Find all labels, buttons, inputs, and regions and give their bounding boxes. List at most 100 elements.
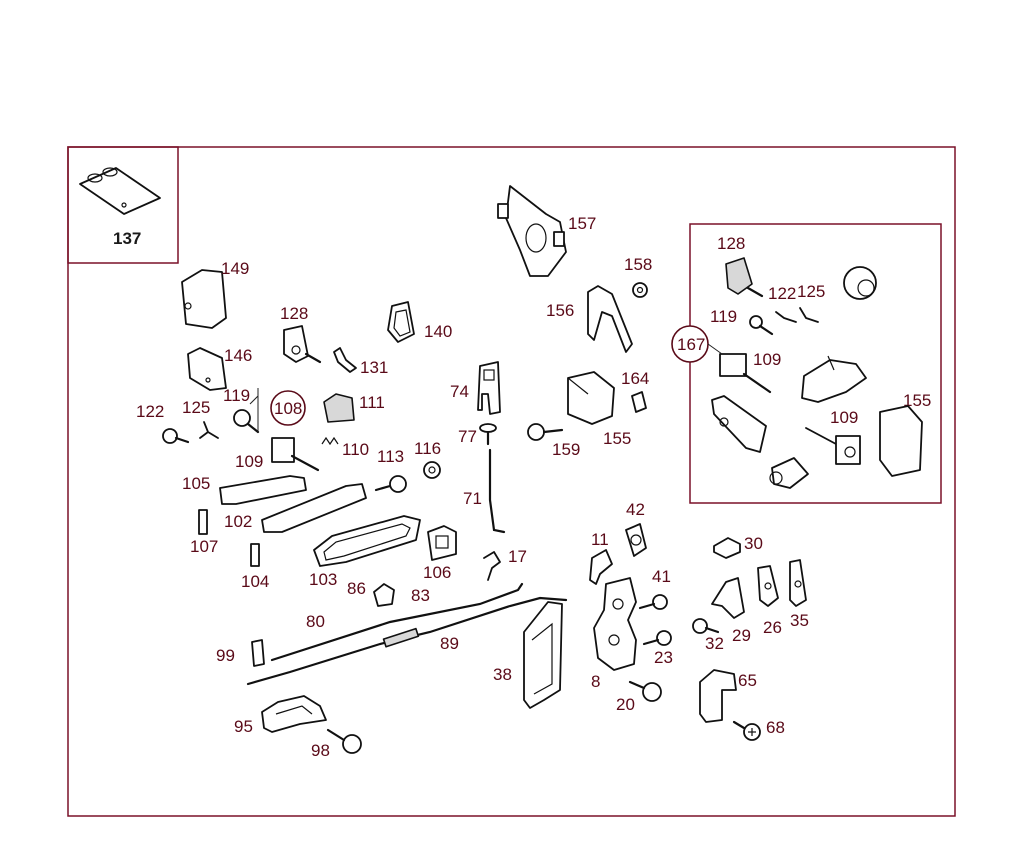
part-106[interactable]: 106	[423, 525, 457, 582]
part-164[interactable]: 164	[621, 369, 649, 413]
part-159[interactable]: 159	[527, 423, 580, 459]
part-86[interactable]: 86	[347, 579, 395, 607]
part-125[interactable]: 125	[182, 398, 219, 439]
part-105[interactable]: 105	[182, 474, 307, 505]
part-156[interactable]: 156	[546, 285, 633, 353]
part-128[interactable]: 128	[280, 304, 322, 364]
part-103-gasket	[313, 515, 421, 567]
main-frame	[67, 146, 956, 817]
part-155-module	[567, 371, 615, 425]
label-r155: 155	[903, 391, 931, 410]
part-74[interactable]: 74	[450, 361, 501, 415]
label-104: 104	[241, 572, 269, 591]
part-158-hole	[636, 286, 644, 294]
part-26-hole	[764, 582, 772, 590]
part-17[interactable]: 17	[483, 547, 527, 581]
part-77[interactable]: 77	[458, 423, 497, 446]
part-122[interactable]: 122	[136, 402, 190, 444]
part-r128-key-blade	[746, 286, 764, 298]
part-98[interactable]: 98	[311, 728, 362, 760]
part-20[interactable]: 20	[616, 680, 662, 714]
label-155: 155	[603, 429, 631, 448]
part-32-head	[692, 618, 708, 634]
label-106: 106	[423, 563, 451, 582]
part-158[interactable]: 158	[624, 255, 652, 298]
part-104[interactable]: 104	[241, 543, 269, 591]
part-108[interactable]: 108	[270, 390, 306, 426]
inset-137[interactable]: 137	[67, 146, 179, 264]
part-107[interactable]: 107	[190, 509, 218, 556]
label-17: 17	[508, 547, 527, 566]
part-r109b-hole	[844, 446, 856, 458]
label-29: 29	[732, 626, 751, 645]
part-119[interactable]: 119	[223, 386, 260, 434]
label-103: 103	[309, 570, 337, 589]
part-157[interactable]: 157	[497, 185, 596, 277]
part-86-clip	[373, 583, 395, 607]
part-80-cable[interactable]: 80	[270, 582, 524, 662]
part-159-shank	[542, 428, 564, 434]
label-108: 108	[274, 399, 302, 418]
part-149[interactable]: 149	[181, 259, 249, 329]
part-111[interactable]: 111	[323, 393, 385, 423]
part-116[interactable]: 116	[414, 439, 441, 479]
part-95[interactable]: 95	[234, 695, 327, 736]
part-113-shank	[374, 484, 392, 492]
part-35-hole	[794, 580, 802, 588]
part-23[interactable]: 23	[642, 630, 673, 667]
label-38: 38	[493, 665, 512, 684]
part-95-handle	[261, 695, 327, 733]
part-r128-key-head	[725, 257, 753, 295]
part-11[interactable]: 11	[589, 530, 613, 585]
part-116-clip	[423, 461, 441, 479]
label-20: 20	[616, 695, 635, 714]
label-164: 164	[621, 369, 649, 388]
part-8[interactable]: 8	[591, 577, 637, 691]
label-113: 113	[377, 447, 404, 466]
part-42[interactable]: 42	[625, 500, 647, 557]
part-38[interactable]: 38	[493, 601, 563, 709]
part-131[interactable]: 131	[333, 347, 388, 377]
part-8-pivot-b	[608, 634, 620, 646]
part-155[interactable]: 155	[567, 371, 631, 448]
part-71[interactable]: 71	[463, 448, 506, 534]
part-104-pin	[250, 543, 260, 567]
part-146[interactable]: 146	[187, 346, 252, 391]
part-137-hole-c	[121, 202, 127, 208]
part-30[interactable]: 30	[713, 534, 763, 559]
part-113[interactable]: 113	[374, 447, 407, 493]
part-159-head	[527, 423, 545, 441]
part-109-shaft	[290, 454, 320, 472]
part-29[interactable]: 29	[711, 577, 751, 645]
part-65[interactable]: 65	[699, 669, 757, 723]
part-68[interactable]: 68	[732, 718, 785, 741]
part-140[interactable]: 140	[387, 301, 452, 343]
label-8: 8	[591, 672, 600, 691]
part-35[interactable]: 35	[789, 559, 809, 630]
part-89-cable[interactable]: 89	[246, 596, 568, 686]
leader-119	[249, 395, 259, 405]
part-41[interactable]: 41	[638, 567, 671, 610]
part-158-nut	[632, 282, 648, 298]
part-106-slot	[435, 535, 449, 549]
part-109[interactable]: 109	[235, 437, 320, 472]
label-77: 77	[458, 427, 477, 446]
inset-167[interactable]: 167 128 125 122 119 109 109 155	[671, 223, 942, 504]
part-handle-bezel	[711, 395, 767, 453]
label-146: 146	[224, 346, 252, 365]
part-32[interactable]: 32	[692, 618, 724, 653]
label-r122: 122	[768, 284, 796, 303]
part-113-head	[389, 475, 407, 493]
part-r109b-cap	[835, 435, 861, 465]
inset-137-frame	[67, 146, 179, 264]
part-99[interactable]: 99	[216, 639, 265, 667]
label-r109a: 109	[753, 350, 781, 369]
label-98: 98	[311, 741, 330, 760]
part-103[interactable]: 103	[309, 515, 421, 589]
part-146-pad	[187, 347, 227, 391]
part-107-pin	[198, 509, 208, 535]
part-38-rib	[531, 622, 553, 695]
part-102[interactable]: 102	[224, 483, 367, 533]
part-110[interactable]: 110	[321, 436, 369, 459]
part-26[interactable]: 26	[757, 565, 782, 637]
